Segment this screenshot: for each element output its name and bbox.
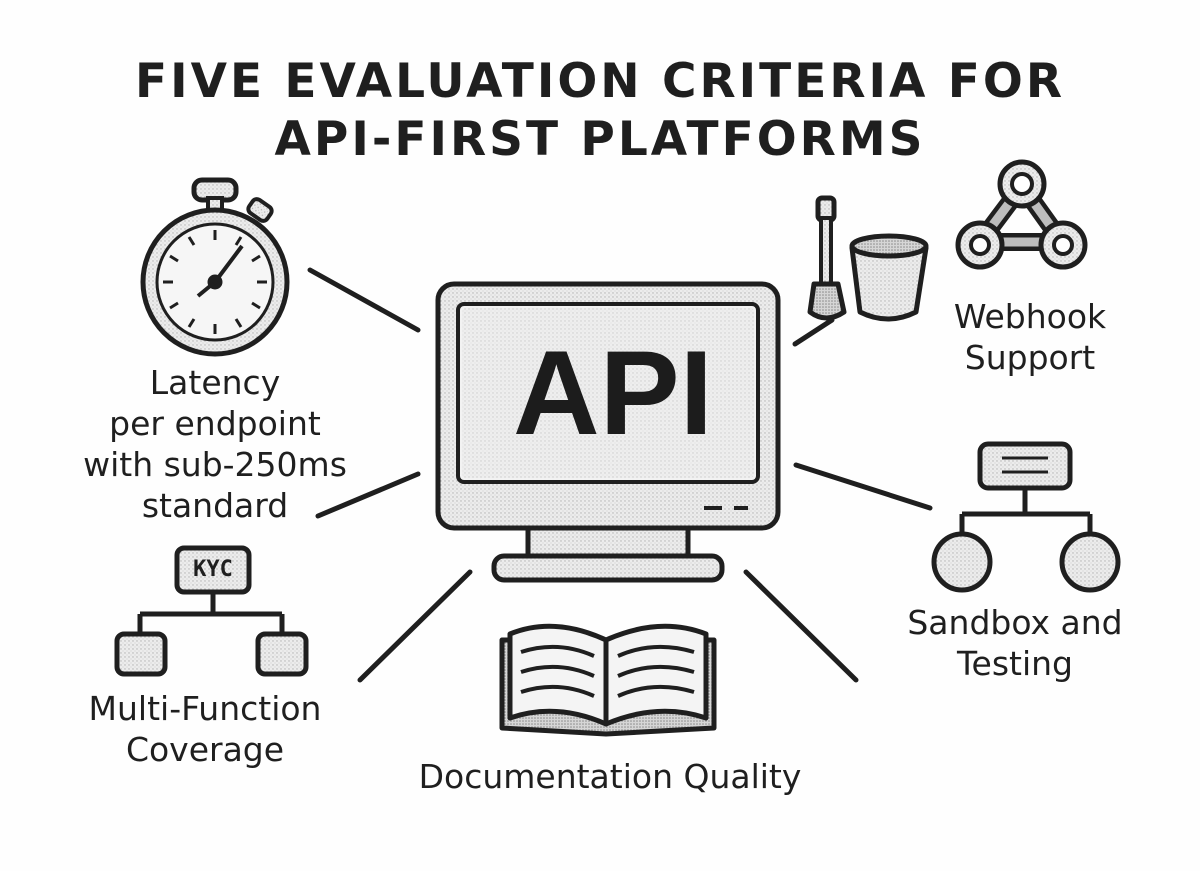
webhook-label: Webhook Support [920, 296, 1140, 378]
sandbox-label-line2: Testing [956, 644, 1073, 683]
connector-lines [307, 267, 933, 683]
api-center-label: API [512, 326, 714, 460]
diagram-title-line1: FIVE EVALUATION CRITERIA FOR [134, 54, 1066, 109]
connector-multi-function [357, 569, 473, 683]
open-book-icon [499, 623, 717, 737]
connector-documentation [743, 569, 859, 683]
latency-label-line1: Latency [149, 363, 281, 402]
multi-function-label-line2: Coverage [125, 730, 285, 769]
diagram-title-line2: API-FIRST PLATFORMS [274, 112, 926, 167]
multi-function-label: Multi-Function Coverage [55, 688, 355, 770]
multi-function-label-line1: Multi-Function [88, 689, 322, 728]
webhook-label-line1: Webhook [953, 297, 1107, 336]
documentation-label-line1: Documentation Quality [418, 757, 802, 796]
kyc-hierarchy-icon [114, 545, 309, 677]
connector-webhook [792, 317, 835, 347]
sandbox-label: Sandbox and Testing [880, 602, 1150, 684]
kyc-box-label: KYC [193, 557, 233, 582]
webhook-icon [955, 159, 1088, 270]
documentation-label: Documentation Quality [380, 756, 840, 797]
sand-bucket-shovel-icon [807, 195, 929, 322]
latency-label: Latency per endpoint with sub-250ms stan… [40, 362, 390, 526]
connector-latency-bottom [315, 471, 421, 519]
connector-sandbox [793, 462, 933, 511]
tree-diagram-icon [931, 441, 1121, 593]
stopwatch-icon [140, 177, 290, 357]
latency-label-line4: standard [141, 486, 289, 525]
monitor-icon [435, 281, 781, 583]
latency-label-line2: per endpoint [109, 404, 321, 443]
latency-label-line3: with sub-250ms [83, 445, 347, 484]
webhook-label-line2: Support [964, 338, 1096, 377]
sandbox-label-line1: Sandbox and [907, 603, 1123, 642]
connector-latency-top [307, 267, 421, 333]
